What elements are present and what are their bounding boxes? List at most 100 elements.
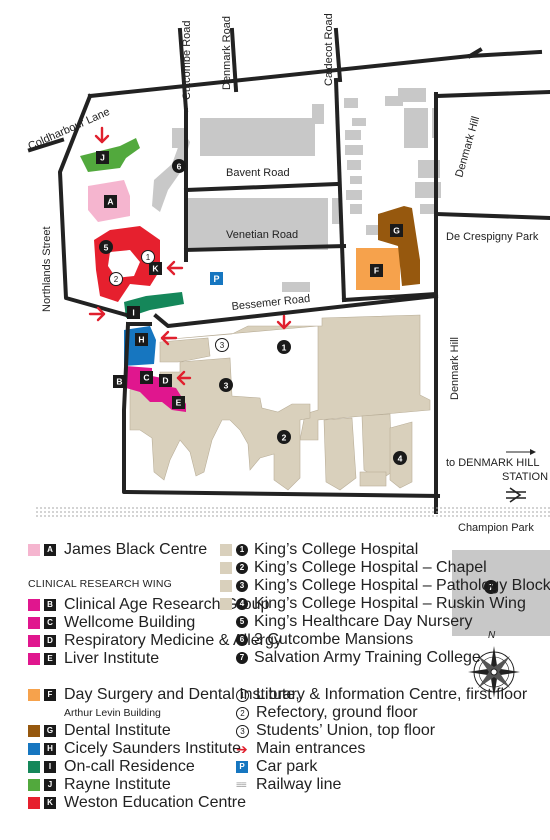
map-key-K: K — [149, 262, 162, 275]
svg-text:B: B — [116, 377, 122, 387]
map-key-G: G — [390, 224, 403, 237]
svg-text:H: H — [138, 335, 144, 345]
entrance-arrow-icon — [94, 126, 110, 144]
map-facility-2: 2 — [109, 272, 123, 286]
national-rail-icon — [506, 487, 526, 503]
map-key-I: I — [127, 306, 140, 319]
street-northlands-street: Northlands Street — [41, 226, 53, 312]
entrance-arrow-icon — [88, 306, 106, 322]
compass-north-label: N — [488, 630, 496, 641]
street-caldecot-road: Caldecot Road — [323, 13, 335, 86]
campus-map: Coldharbour Lane Cutcombe Road Denmark R… — [26, 13, 550, 517]
street-bavent-road: Bavent Road — [226, 167, 290, 179]
svg-text:K: K — [152, 264, 159, 274]
dental-institute-shape — [378, 206, 420, 286]
svg-text:D: D — [162, 376, 168, 386]
svg-text:A: A — [107, 197, 113, 207]
map-marker-3: 3 — [219, 378, 233, 392]
compass-rose-icon — [468, 646, 520, 698]
svg-text:5: 5 — [104, 243, 109, 253]
car-park-icon: P — [236, 761, 248, 773]
svg-text:2: 2 — [282, 433, 287, 443]
legend-item-A: A James Black Centre — [28, 541, 207, 559]
map-marker-4: 4 — [393, 451, 407, 465]
rayne-institute-shape — [80, 138, 140, 172]
map-key-H: H — [135, 333, 148, 346]
svg-text:F: F — [374, 266, 379, 276]
map-key-E: E — [172, 396, 185, 409]
clinical-research-heading: CLINICAL RESEARCH WING — [28, 578, 173, 590]
svg-text:1: 1 — [282, 343, 287, 353]
street-cutcombe-road: Cutcombe Road — [181, 21, 193, 101]
building-keys: J A K I H B C D E F G — [96, 151, 403, 409]
map-key-J: J — [96, 151, 109, 164]
street-de-crespigny-park: De Crespigny Park — [446, 231, 539, 243]
map-facility-3: 3 — [215, 338, 229, 352]
station-label-1: to DENMARK HILL — [446, 457, 540, 469]
svg-text:4: 4 — [398, 454, 403, 464]
street-denmark-hill-mid: Denmark Hill — [449, 337, 461, 400]
map-marker-6: 6 — [172, 159, 186, 173]
map-key-D: D — [159, 374, 172, 387]
railway-line-icon: ≡≡ — [236, 779, 247, 791]
legend-item-F-line2: Arthur Levin Building — [64, 707, 161, 719]
map-key-A: A — [104, 195, 117, 208]
numbered-markers: 1 2 3 4 5 6 — [99, 159, 407, 465]
map-key-C: C — [140, 371, 153, 384]
map-marker-2: 2 — [277, 430, 291, 444]
entrance-arrow-icon: ➔ — [236, 740, 248, 757]
legend-swatch — [28, 544, 40, 556]
facility-markers: 1 2 3 — [109, 250, 229, 352]
street-denmark-hill-top: Denmark Hill — [453, 115, 482, 179]
car-park-marker: P — [210, 272, 223, 285]
svg-text:C: C — [143, 373, 149, 383]
svg-text:P: P — [213, 274, 219, 284]
entrance-arrow-icon — [160, 330, 178, 346]
station-direction — [506, 449, 536, 503]
svg-text:3: 3 — [220, 341, 225, 350]
svg-text:1: 1 — [146, 253, 151, 262]
entrance-arrow-icon — [276, 314, 292, 330]
map-key-B: B — [113, 375, 126, 388]
map-key-F: F — [370, 264, 383, 277]
champion-park-label: Champion Park — [458, 522, 534, 534]
entrance-arrow-icon — [166, 260, 184, 276]
salvation-army-block — [452, 550, 550, 636]
station-label-2: STATION — [502, 471, 548, 483]
svg-text:6: 6 — [177, 162, 182, 172]
entrance-arrow-icon — [176, 370, 192, 386]
svg-text:3: 3 — [224, 381, 229, 391]
main-entrance-arrows — [88, 126, 292, 386]
svg-text:2: 2 — [114, 275, 119, 284]
street-venetian-road: Venetian Road — [226, 229, 298, 241]
map-marker-5: 5 — [99, 240, 113, 254]
svg-text:I: I — [132, 308, 134, 318]
map-marker-1: 1 — [277, 340, 291, 354]
street-denmark-road: Denmark Road — [221, 16, 233, 90]
legend-railway: ≡≡Railway line — [236, 776, 342, 793]
svg-text:J: J — [100, 153, 105, 163]
railway-line — [36, 507, 550, 517]
legend-entrances: ➔Main entrances — [236, 740, 366, 757]
svg-text:G: G — [393, 226, 400, 236]
map-facility-1: 1 — [141, 250, 155, 264]
